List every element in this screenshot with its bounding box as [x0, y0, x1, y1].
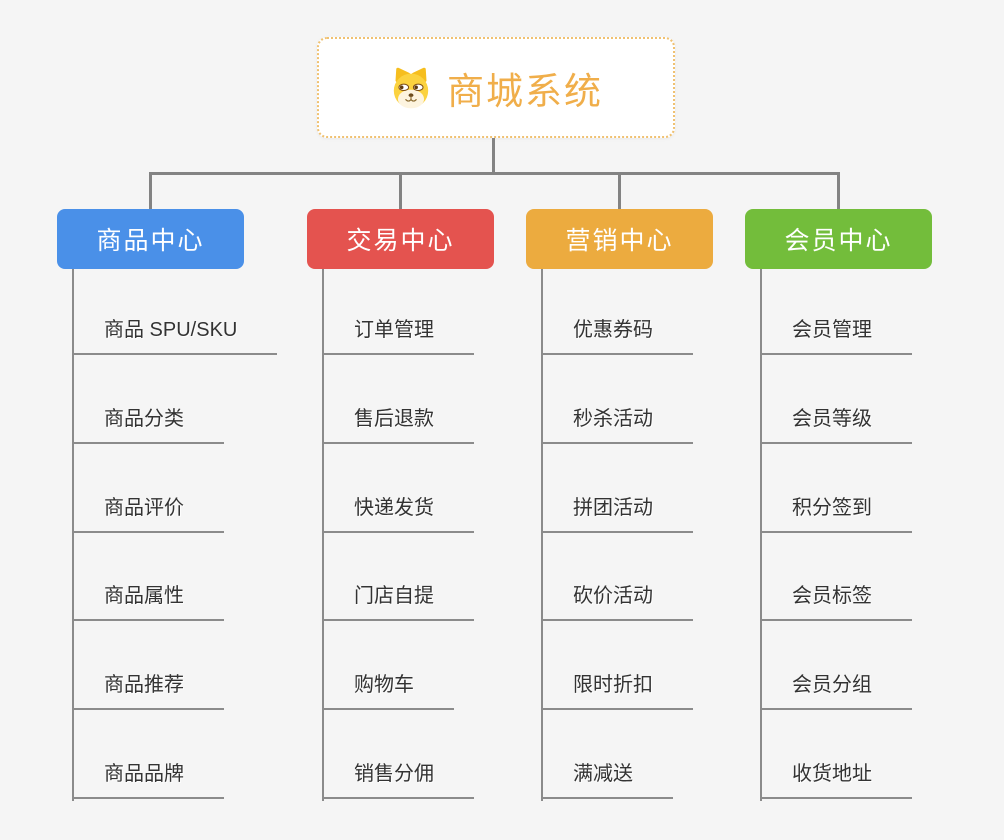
leaf-node[interactable]: 优惠券码 — [541, 315, 693, 355]
leaf-node[interactable]: 快递发货 — [322, 493, 474, 533]
leaf-node[interactable]: 拼团活动 — [541, 493, 693, 533]
leaf-node[interactable]: 会员分组 — [760, 670, 912, 710]
connector-drop — [618, 172, 621, 213]
leaf-node[interactable]: 会员标签 — [760, 581, 912, 621]
branch-spine — [760, 269, 762, 801]
root-title: 商城系统 — [447, 70, 603, 112]
leaf-node[interactable]: 商品推荐 — [72, 670, 224, 710]
branch-spine — [322, 269, 324, 801]
leaf-node[interactable]: 购物车 — [322, 670, 454, 710]
leaf-node[interactable]: 销售分佣 — [322, 759, 474, 799]
leaf-node[interactable]: 满减送 — [541, 759, 673, 799]
branch-header-0[interactable]: 商品中心 — [57, 209, 244, 269]
branch-header-3[interactable]: 会员中心 — [745, 209, 932, 269]
leaf-node[interactable]: 收货地址 — [760, 759, 912, 799]
leaf-node[interactable]: 秒杀活动 — [541, 404, 693, 444]
leaf-node[interactable]: 商品属性 — [72, 581, 224, 621]
leaf-node[interactable]: 商品评价 — [72, 493, 224, 533]
leaf-node[interactable]: 会员等级 — [760, 404, 912, 444]
connector-drop — [149, 172, 152, 213]
leaf-node[interactable]: 限时折扣 — [541, 670, 693, 710]
leaf-node[interactable]: 订单管理 — [322, 315, 474, 355]
leaf-node[interactable]: 售后退款 — [322, 404, 474, 444]
branch-header-1[interactable]: 交易中心 — [307, 209, 494, 269]
branch-header-2[interactable]: 营销中心 — [526, 209, 713, 269]
leaf-node[interactable]: 砍价活动 — [541, 581, 693, 621]
dog-face-icon — [393, 67, 429, 108]
leaf-node[interactable]: 商品 SPU/SKU — [72, 315, 278, 355]
connector-drop — [399, 172, 402, 213]
leaf-node[interactable]: 积分签到 — [760, 493, 912, 533]
connector-bus — [149, 172, 840, 175]
connector-drop — [837, 172, 840, 213]
leaf-node[interactable]: 商品品牌 — [72, 759, 224, 799]
branch-spine — [541, 269, 543, 801]
root-node[interactable]: 商城系统 — [317, 37, 675, 138]
connector-root-stem — [492, 138, 495, 175]
leaf-node[interactable]: 门店自提 — [322, 581, 474, 621]
leaf-node[interactable]: 会员管理 — [760, 315, 912, 355]
branch-spine — [72, 269, 74, 801]
leaf-node[interactable]: 商品分类 — [72, 404, 224, 444]
